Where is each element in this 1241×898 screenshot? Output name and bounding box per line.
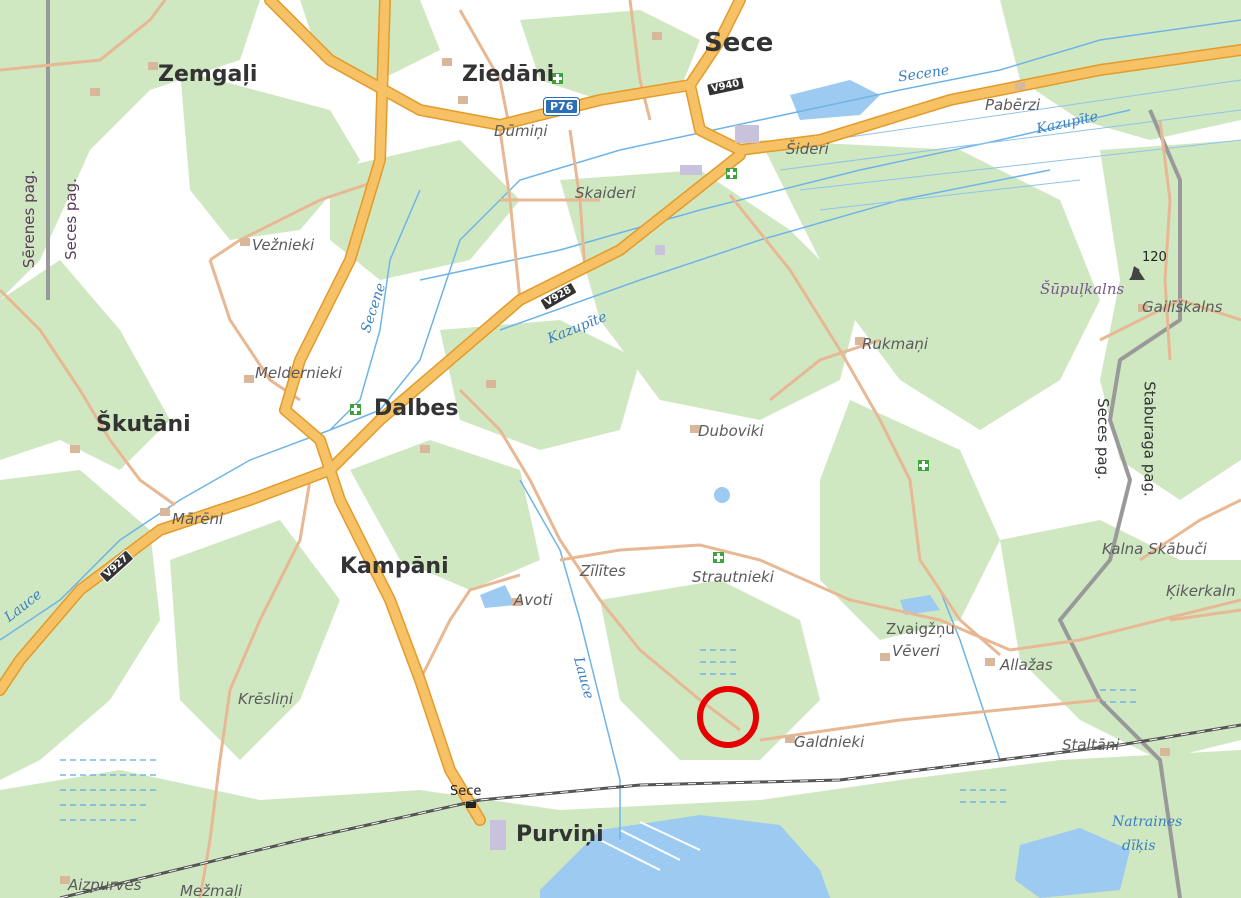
place-label-aizpurves: Aizpurves xyxy=(68,876,142,894)
railway xyxy=(59,723,1241,898)
place-label-gailiskalns: Gailīškalns xyxy=(1142,298,1223,316)
admin-label-seces: Seces pag. xyxy=(61,178,80,260)
cemetery-icon xyxy=(350,404,361,415)
place-label-paberzi: Pabērzi xyxy=(985,96,1041,114)
admin-label-seces: Seces pag. xyxy=(1093,398,1112,480)
house-marker xyxy=(458,96,468,104)
cemetery-icon xyxy=(726,168,737,179)
house-marker xyxy=(90,88,100,96)
place-label-supulkalns: Šūpuļkalns xyxy=(1040,280,1125,298)
house-marker xyxy=(240,238,250,246)
town-label-kampani: Kampāni xyxy=(340,554,449,579)
house-marker xyxy=(880,653,890,661)
place-label-zvaigznu: Zvaigžņu xyxy=(886,620,955,638)
place-label-veveri: Vēveri xyxy=(892,642,940,660)
admin-label-serenes: Sērenes pag. xyxy=(20,169,39,269)
place-label-skaideri: Skaideri xyxy=(575,184,636,202)
station-label: Sece xyxy=(450,784,482,799)
house-marker xyxy=(70,445,80,453)
house-marker xyxy=(652,32,662,40)
place-label-kalna-skabuci: Kalna Skābuči xyxy=(1102,540,1207,558)
town-label-ziedani: Ziedāni xyxy=(462,62,555,87)
place-label-mareni: Mārēni xyxy=(172,510,224,528)
place-label-dumini: Dūmiņi xyxy=(494,122,548,140)
admin-boundaries xyxy=(46,0,1182,898)
elevation-label: 120 xyxy=(1142,250,1167,265)
rivers xyxy=(0,19,1241,840)
built-up-areas xyxy=(490,125,759,850)
town-label-zemgali: Zemgaļi xyxy=(158,62,258,87)
place-label-kikerkalns: Ķikerkaln xyxy=(1166,582,1236,600)
location-marker-circle xyxy=(697,686,759,748)
house-marker xyxy=(442,58,452,66)
house-marker xyxy=(512,598,522,606)
house-marker xyxy=(244,375,254,383)
place-label-duboviki: Duboviki xyxy=(698,422,764,440)
town-label-sece: Sece xyxy=(704,28,774,58)
place-label-mezmali: Mežmaļi xyxy=(180,882,243,898)
town-label-purvini: Purviņi xyxy=(516,822,604,847)
wetland-hatch xyxy=(60,649,1140,821)
place-label-zilites: Zīlītes xyxy=(580,562,626,580)
house-marker xyxy=(690,425,700,433)
town-label-skutani: Škutāni xyxy=(96,412,191,437)
cemetery-icon xyxy=(713,552,724,563)
house-marker xyxy=(160,508,170,516)
station-icon xyxy=(466,802,476,808)
house-marker xyxy=(486,380,496,388)
town-label-dalbes: Dalbes xyxy=(374,396,459,421)
cemetery-icon xyxy=(918,460,929,471)
road-shield-p76: P76 xyxy=(542,97,581,116)
place-label-allazas: Allažas xyxy=(1000,656,1053,674)
water-label-natraines: Natraines xyxy=(1112,814,1183,830)
cemetery-icon xyxy=(552,73,563,84)
place-label-avoti: Avoti xyxy=(514,591,553,609)
place-label-strautnieki: Strautnieki xyxy=(692,568,774,586)
house-marker xyxy=(1015,82,1025,90)
house-marker xyxy=(1138,304,1148,312)
house-marker xyxy=(855,337,865,345)
house-marker xyxy=(148,62,158,70)
place-label-kreslini: Krēsliņi xyxy=(238,690,294,708)
house-marker xyxy=(420,445,430,453)
pond-dividers xyxy=(599,821,701,871)
water-bodies xyxy=(480,80,1130,898)
place-label-staltani: Staltāni xyxy=(1062,736,1120,754)
main-roads xyxy=(0,0,1241,825)
house-marker xyxy=(785,735,795,743)
admin-label-staburaga: Staburaga pag. xyxy=(1140,381,1159,497)
place-label-sideri: Šideri xyxy=(786,140,829,158)
house-marker xyxy=(60,876,70,884)
place-label-rukmani: Rukmaņi xyxy=(862,335,929,353)
place-label-veznieki: Vežnieki xyxy=(252,236,315,254)
place-label-meldernieki: Meldernieki xyxy=(255,364,343,382)
house-marker xyxy=(985,658,995,666)
place-label-galdnieki: Galdnieki xyxy=(794,733,865,751)
house-marker xyxy=(1160,748,1170,756)
water-label-dikis: dīķis xyxy=(1122,838,1156,854)
